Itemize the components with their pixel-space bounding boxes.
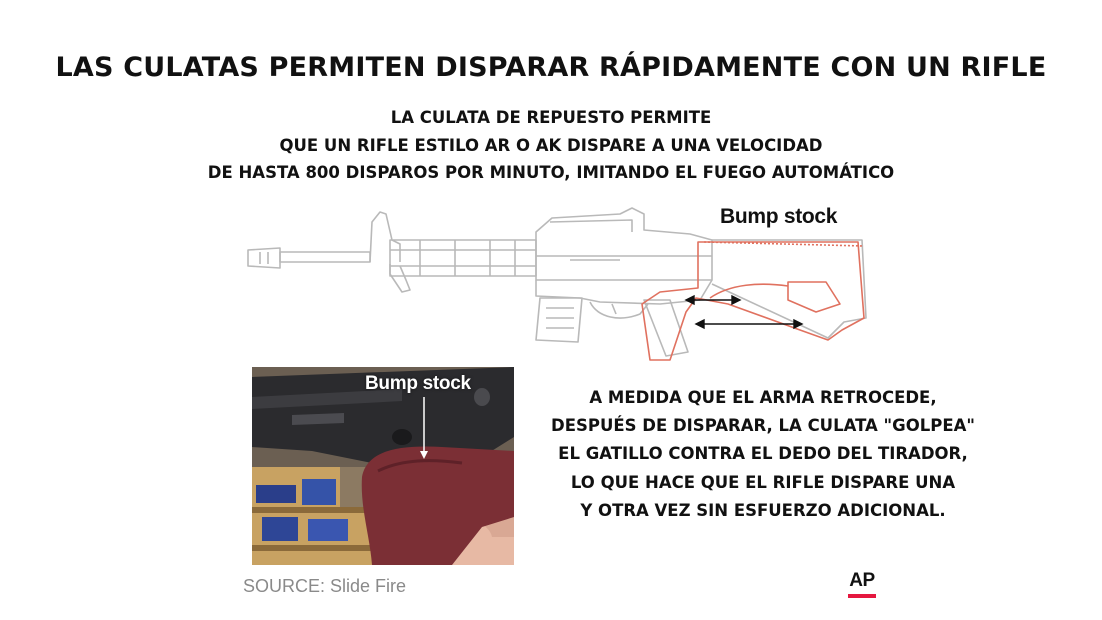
description-line: A MEDIDA QUE EL ARMA RETROCEDE, bbox=[589, 388, 937, 407]
subtitle-line: QUE UN RIFLE ESTILO AR O AK DISPARE A UN… bbox=[279, 135, 823, 155]
subtitle-line: LA CULATA DE REPUESTO PERMITE bbox=[390, 108, 712, 127]
rifle-diagram bbox=[247, 207, 867, 361]
ap-logo: AP bbox=[849, 570, 875, 591]
source-credit: SOURCE: Slide Fire bbox=[243, 576, 407, 596]
photo-label: Bump stock bbox=[365, 373, 471, 394]
ap-logo-underline bbox=[848, 594, 876, 598]
bump-stock-outline bbox=[641, 241, 865, 361]
description-line: LO QUE HACE QUE EL RIFLE DISPARE UNA bbox=[570, 472, 956, 492]
page-title: LAS CULATAS PERMITEN DISPARAR RÁPIDAMENT… bbox=[55, 52, 1047, 83]
bump-stock-photo: Bump stock bbox=[252, 367, 514, 565]
description-line: Y OTRA VEZ SIN ESFUERZO ADICIONAL. bbox=[580, 500, 946, 520]
rifle-outline bbox=[247, 207, 867, 357]
diagram-label: Bump stock bbox=[720, 205, 838, 228]
subtitle-line: DE HASTA 800 DISPAROS POR MINUTO, IMITAN… bbox=[207, 163, 895, 182]
subtitle: LA CULATA DE REPUESTO PERMITE QUE UN RIF… bbox=[0, 104, 1102, 187]
description-line: DESPUÉS DE DISPARAR, LA CULATA "GOLPEA" bbox=[551, 416, 975, 436]
description: A MEDIDA QUE EL ARMA RETROCEDE, DESPUÉS … bbox=[548, 384, 978, 525]
travel-arrows bbox=[684, 294, 804, 330]
description-line: EL GATILLO CONTRA EL DEDO DEL TIRADOR, bbox=[558, 444, 968, 464]
